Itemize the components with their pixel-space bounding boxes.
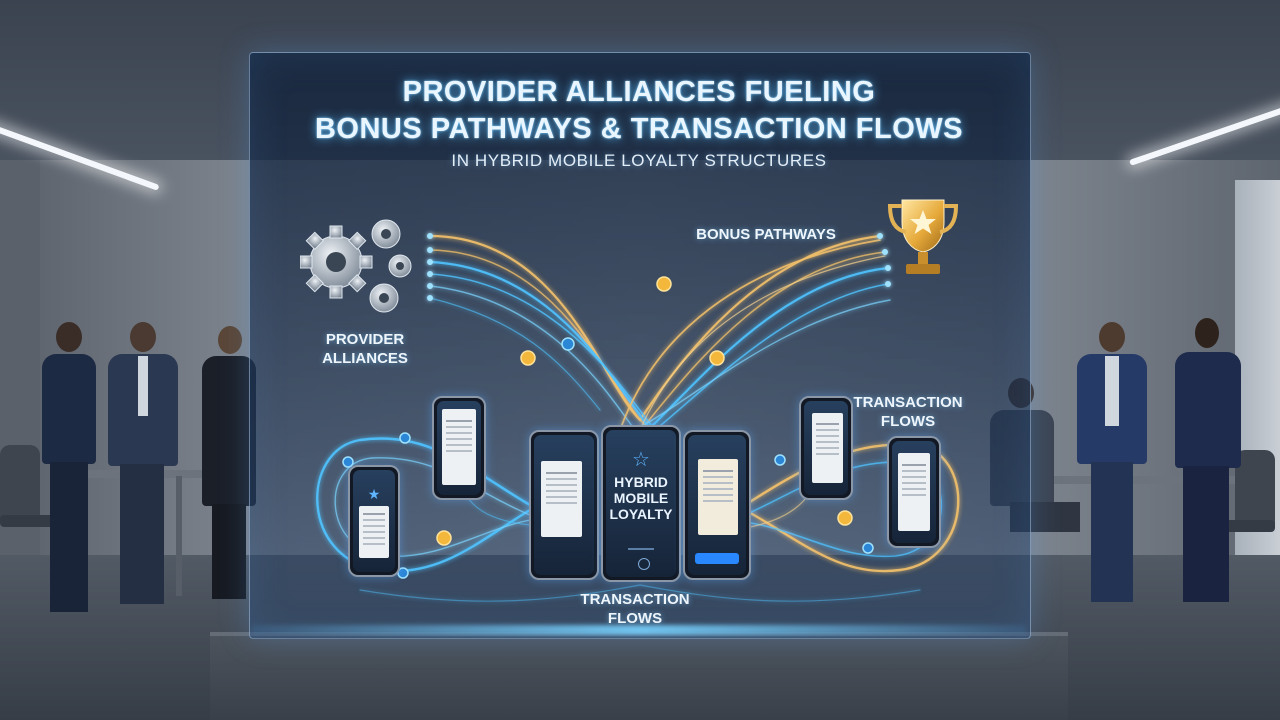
table-leg xyxy=(176,476,182,596)
center-phone-line: HYBRID xyxy=(614,474,668,490)
label-line: ALLIANCES xyxy=(322,350,408,367)
trophy-icon xyxy=(887,199,959,274)
phone-receipt xyxy=(799,396,853,500)
coin-icon xyxy=(342,276,874,579)
label-bonus-pathways: BONUS PATHWAYS xyxy=(696,226,836,243)
receipt-icon xyxy=(898,453,930,531)
headline-line-1: PROVIDER ALLIANCES FUELING xyxy=(402,76,876,108)
label-provider-alliances: PROVIDER ALLIANCES xyxy=(300,330,430,368)
label-transaction-flows-right: TRANSACTION FLOWS xyxy=(838,393,978,431)
receipt-icon xyxy=(698,459,738,535)
label-line: TRANSACTION xyxy=(580,591,690,608)
center-phone: ☆ HYBRID MOBILE LOYALTY xyxy=(601,425,681,582)
phone-receipt xyxy=(683,430,751,580)
star-icon: ★ xyxy=(367,486,381,502)
display-pedestal xyxy=(210,636,1068,720)
label-transaction-flows-bottom: TRANSACTION FLOWS xyxy=(560,590,710,628)
headline-subtitle: IN HYBRID MOBILE LOYALTY STRUCTURES xyxy=(451,151,827,170)
meeting-table-right xyxy=(1040,476,1260,484)
panel-base-glow xyxy=(252,625,1026,635)
phone-receipt xyxy=(887,436,941,548)
center-phone-line: MOBILE xyxy=(613,490,669,506)
chair xyxy=(1235,450,1275,530)
chair xyxy=(0,445,40,525)
phone-receipt xyxy=(432,396,486,500)
label-line: PROVIDER xyxy=(325,331,405,348)
receipt-icon xyxy=(541,461,582,537)
phone-action-button xyxy=(694,553,740,564)
label-line: FLOWS xyxy=(607,610,663,627)
headline-line-2: BONUS PATHWAYS & TRANSACTION FLOWS xyxy=(314,113,964,145)
phone-receipt: ★ xyxy=(348,465,400,577)
center-phone-line: LOYALTY xyxy=(609,506,673,522)
receipt-icon xyxy=(359,506,389,558)
receipt-icon xyxy=(442,409,476,485)
gears-icon xyxy=(300,219,412,313)
phone-receipt xyxy=(529,430,599,580)
label-line: TRANSACTION xyxy=(853,394,963,411)
receipt-icon xyxy=(812,413,843,483)
star-icon: ☆ xyxy=(632,449,650,471)
label-line: FLOWS xyxy=(880,413,936,430)
